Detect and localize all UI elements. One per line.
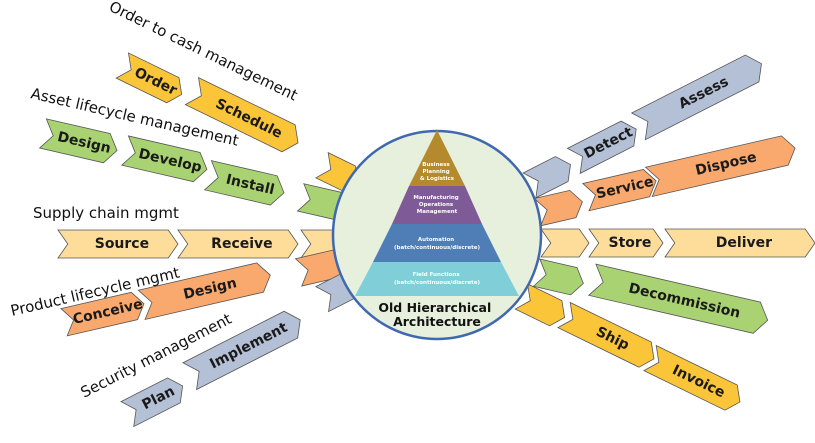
chevron-dispose: Dispose: [644, 135, 796, 198]
supply-chain-label: Supply chain mgmt: [33, 204, 179, 222]
chevron-store-label: Store: [609, 235, 652, 251]
stub-security-right-shape: [522, 156, 571, 199]
chevron-assess: Assess: [630, 54, 762, 141]
chevron-source-shape: [57, 229, 179, 259]
chevron-receive-label: Receive: [211, 236, 273, 252]
chevron-source-label: Source: [95, 236, 149, 252]
stub-asset-lifecycle-right: [532, 258, 584, 296]
chevron-implement-shape: [182, 310, 301, 391]
pyramid-mom-layer: [392, 186, 482, 224]
pyramid-business-layer: [409, 130, 465, 186]
chevron-implement: Implement: [182, 310, 301, 391]
center-circle: Business Planning & Logistics Manufactur…: [331, 129, 543, 341]
pyramid-mom-label: Manufacturing Operations Management: [413, 195, 460, 215]
chevron-design-asset: Design: [38, 118, 118, 164]
chevron-develop: Develop: [120, 135, 208, 183]
pyramid-field-layer: [355, 262, 519, 296]
chevron-decommission-shape: [587, 263, 769, 334]
chevron-store: Store: [588, 228, 664, 258]
chevron-schedule-shape: [184, 76, 299, 153]
chevron-store-shape: [588, 228, 664, 258]
pyramid-business-label: Business Planning & Logistics: [420, 162, 455, 182]
stub-asset-lifecycle-right-shape: [532, 258, 584, 296]
chevron-ship: Ship: [557, 301, 655, 368]
architecture-title: Old Hierarchical Architecture: [378, 300, 495, 329]
chevron-invoice: Invoice: [643, 344, 741, 411]
chevron-receive-shape: [177, 229, 299, 259]
stub-order-to-cash-right: [514, 283, 566, 327]
chevron-source: Source: [57, 229, 179, 259]
chevron-install-shape: [203, 160, 285, 206]
chevron-order: Order: [115, 52, 183, 104]
chevron-design-product-shape: [137, 262, 271, 321]
chevron-ship-shape: [557, 301, 655, 368]
chevron-install: Install: [203, 160, 285, 206]
chevron-detect: Detect: [566, 120, 637, 175]
chevron-design-asset-shape: [38, 118, 118, 164]
stub-supply-chain-right-shape: [540, 228, 590, 258]
chevron-conceive-shape: [60, 291, 145, 337]
pyramid-field-label: Field Functions (batch/continuous/discre…: [394, 272, 480, 286]
stub-product-lifecycle-right: [533, 189, 583, 227]
chevron-invoice-shape: [643, 344, 741, 411]
pyramid-automation-layer: [373, 224, 501, 262]
chevron-dispose-shape: [644, 135, 796, 198]
chevron-deliver-shape: [664, 228, 815, 258]
chevron-design-product: Design: [137, 262, 271, 321]
chevron-service-shape: [581, 169, 657, 212]
chevron-plan: Plan: [120, 377, 184, 428]
chevron-assess-shape: [630, 54, 762, 141]
chevron-service: Service: [581, 169, 657, 212]
stub-security-right: [522, 156, 571, 199]
stub-order-to-cash-right-shape: [514, 283, 566, 327]
chevron-detect-shape: [566, 120, 637, 175]
chevron-deliver-label: Deliver: [716, 235, 772, 251]
chevron-receive: Receive: [177, 229, 299, 259]
stub-product-lifecycle-right-shape: [533, 189, 583, 227]
chevron-plan-shape: [120, 377, 184, 428]
chevron-order-shape: [115, 52, 183, 104]
pyramid-automation-label: Automation (batch/continuous/discrete): [394, 237, 480, 251]
chevron-develop-shape: [120, 135, 208, 183]
chevron-deliver: Deliver: [664, 228, 815, 258]
stub-supply-chain-right: [540, 228, 590, 258]
